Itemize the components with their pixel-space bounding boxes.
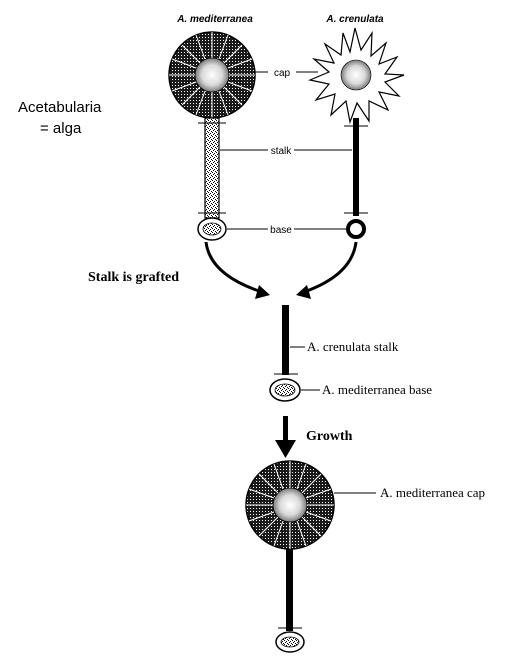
graft-arrow-right (296, 242, 356, 299)
graft-label-stalk: A. crenulata stalk (307, 339, 399, 354)
side-note-line2: = alga (40, 120, 82, 137)
graft-label-cap: A. mediterranea cap (380, 485, 485, 500)
mediterranea-cap-icon (169, 32, 255, 118)
grafted-crenulata-stalk (282, 305, 289, 375)
side-note-line1: Acetabularia (18, 99, 102, 116)
mediterranea-base-icon (198, 218, 226, 240)
species-title-crenulata: A. crenulata (325, 14, 384, 25)
final-stalk (286, 549, 293, 631)
crenulata-base-icon (348, 221, 364, 237)
part-label-base: base (270, 225, 292, 236)
regenerated-mediterranea-cap-icon (246, 461, 334, 549)
part-label-cap: cap (274, 68, 291, 79)
graft-arrow-left (206, 242, 270, 299)
step-label-growth: Growth (306, 429, 353, 444)
growth-arrow (275, 416, 296, 458)
grafted-mediterranea-base-icon (270, 379, 300, 401)
species-title-mediterranea: A. mediterranea (176, 14, 253, 25)
step-label-graft: Stalk is grafted (88, 270, 179, 285)
graft-label-base: A. mediterranea base (322, 382, 432, 397)
mediterranea-stalk (205, 118, 219, 218)
crenulata-stalk (353, 118, 359, 216)
part-label-stalk: stalk (271, 146, 293, 157)
final-mediterranea-base-icon (276, 632, 304, 652)
crenulata-cap-icon (310, 28, 404, 122)
